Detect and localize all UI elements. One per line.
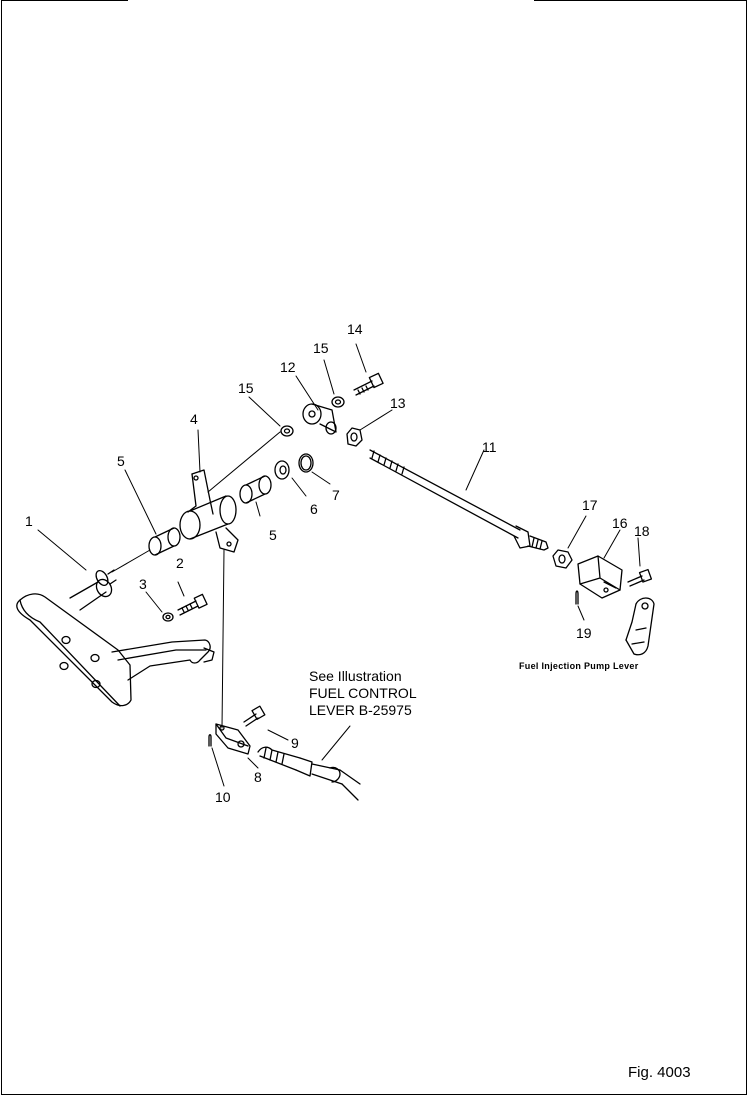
part-7-snap-ring bbox=[298, 453, 314, 473]
callout-19: 19 bbox=[576, 625, 592, 641]
part-5-bushing-right bbox=[239, 475, 272, 504]
callout-3: 3 bbox=[139, 576, 147, 592]
part-2-bolt bbox=[177, 593, 208, 616]
part-13-nut bbox=[346, 427, 363, 447]
callout-15-upper: 15 bbox=[313, 340, 329, 356]
callout-16: 16 bbox=[612, 515, 628, 531]
reference-note-line-2: FUEL CONTROL bbox=[309, 685, 417, 701]
part-16-clevis bbox=[577, 555, 623, 599]
reference-note-line-3: LEVER B-25975 bbox=[309, 702, 412, 718]
fuel-control-cable bbox=[257, 746, 361, 801]
callout-5-left: 5 bbox=[117, 453, 125, 469]
pump-lever-caption: Fuel Injection Pump Lever bbox=[519, 661, 639, 671]
callout-7: 7 bbox=[332, 487, 340, 503]
part-9-bolt bbox=[243, 705, 266, 727]
callout-1-pedal: 1 bbox=[25, 513, 33, 529]
callout-15-lower: 15 bbox=[238, 380, 254, 396]
reference-note: See Illustration FUEL CONTROL LEVER B-25… bbox=[309, 668, 417, 719]
part-19-cotter-pin bbox=[575, 590, 579, 605]
pedal-bracket-plate bbox=[16, 569, 215, 707]
callout-9: 9 bbox=[291, 735, 299, 751]
part-17-nut bbox=[552, 549, 573, 569]
leader-lines bbox=[37, 343, 641, 787]
callout-5-right: 5 bbox=[269, 527, 277, 543]
part-14-bolt bbox=[353, 372, 384, 396]
part-10-cotter-pin bbox=[208, 734, 212, 747]
callout-11: 11 bbox=[482, 439, 497, 455]
fuel-injection-pump-lever bbox=[625, 597, 655, 656]
part-18-bolt bbox=[627, 568, 653, 587]
callout-14: 14 bbox=[347, 321, 363, 337]
part-11-rod bbox=[369, 449, 549, 551]
part-5-bushing-left bbox=[148, 527, 181, 556]
callout-2: 2 bbox=[176, 555, 184, 571]
callout-10: 10 bbox=[215, 789, 231, 805]
part-15-washer-upper bbox=[331, 396, 345, 408]
callout-13: 13 bbox=[390, 395, 406, 411]
top-border-right bbox=[534, 0, 747, 1]
part-6-washer bbox=[274, 460, 290, 480]
callout-8: 8 bbox=[254, 769, 262, 785]
part-4-lever bbox=[179, 469, 239, 553]
top-border-left bbox=[1, 0, 128, 1]
callout-6: 6 bbox=[310, 501, 318, 517]
callout-12: 12 bbox=[280, 359, 296, 375]
part-15-washer-lower bbox=[280, 425, 294, 437]
callout-4: 4 bbox=[190, 411, 198, 427]
callout-numbers: 1 2 3 4 5 5 6 7 8 9 10 11 12 13 14 15 15… bbox=[25, 321, 650, 805]
callout-18: 18 bbox=[634, 523, 650, 539]
callout-17: 17 bbox=[582, 497, 598, 513]
reference-note-line-1: See Illustration bbox=[309, 668, 402, 684]
part-3-washer bbox=[162, 612, 174, 622]
part-8-yoke bbox=[215, 723, 251, 755]
figure-label: Fig. 4003 bbox=[628, 1064, 691, 1081]
part-12-ball-joint bbox=[302, 403, 337, 435]
